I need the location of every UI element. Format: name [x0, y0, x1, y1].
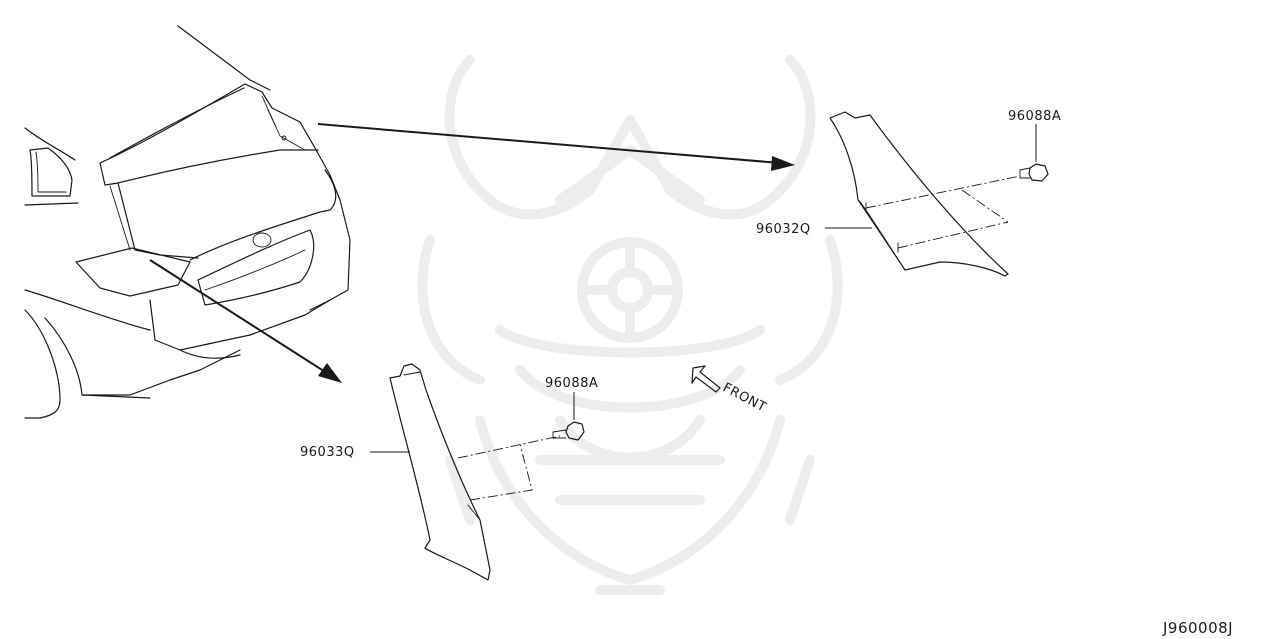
clip-upper-part [1019, 163, 1049, 182]
arrow-to-lower-trim [149, 259, 342, 383]
front-label: FRONT [720, 380, 768, 415]
vehicle-rear-illustration [24, 25, 351, 419]
label-clip-top: 96088A [1008, 109, 1061, 124]
arrow-to-upper-trim [317, 123, 795, 171]
upper-trim-part [829, 111, 1021, 277]
callout-trim-upper: 96032Q [756, 222, 872, 237]
clip-lower-part [552, 421, 585, 441]
label-clip-lower: 96088A [545, 376, 598, 391]
reference-code: J960008J [1162, 619, 1233, 637]
label-trim-lower: 96033Q [300, 445, 355, 460]
label-trim-upper: 96032Q [756, 222, 811, 237]
watermark-emblem [417, 55, 843, 595]
callout-clip-lower: 96088A [545, 376, 598, 420]
callout-trim-lower: 96033Q [300, 445, 410, 460]
lower-trim-part [389, 363, 561, 581]
callout-clip-top: 96088A [1008, 109, 1061, 162]
